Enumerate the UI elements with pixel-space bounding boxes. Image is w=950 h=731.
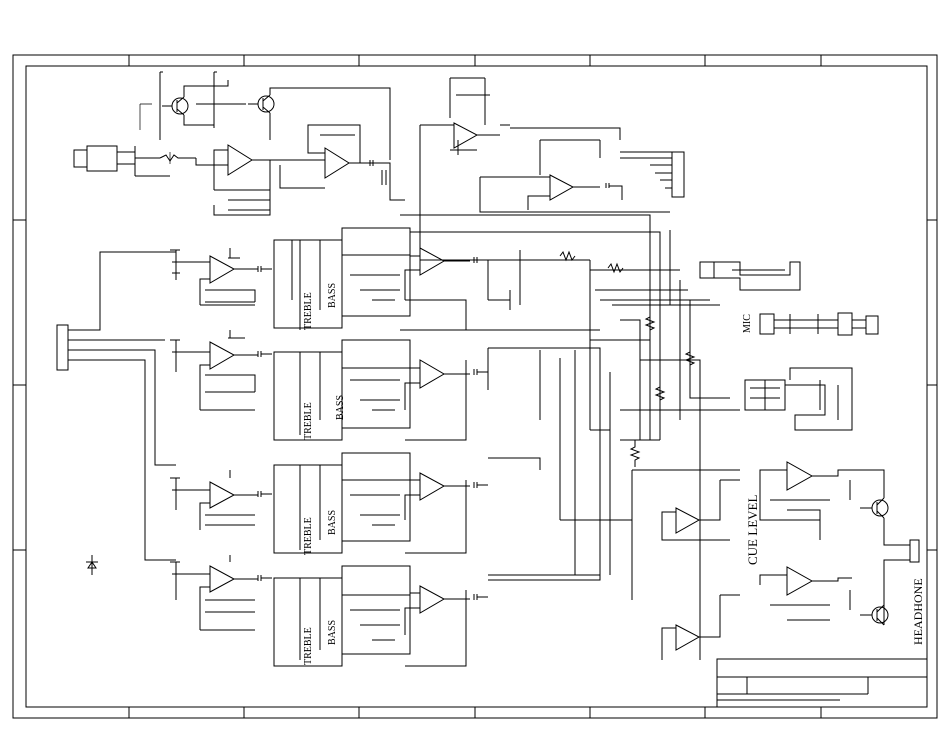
drawing-frame (13, 55, 937, 718)
channel-strip-2 (170, 330, 488, 440)
cue-section (662, 462, 919, 660)
headphone-label: HEADHONE (911, 578, 925, 645)
title-block (717, 659, 927, 707)
mic-preamp-section (74, 72, 405, 215)
bass-label-4: BASS (327, 620, 338, 645)
aux-opamp-section (420, 78, 684, 260)
switch-block (745, 368, 852, 430)
channel-strip-1 (170, 228, 488, 330)
input-connector (57, 252, 176, 575)
channel-strip-3 (170, 453, 488, 553)
mic-jack (760, 313, 878, 335)
bass-label-1: BASS (327, 283, 338, 308)
output-jack (700, 262, 800, 290)
treble-label-4: TREBLE (303, 627, 314, 665)
channel-strip-4 (170, 555, 488, 666)
treble-label-2: TREBLE (303, 402, 314, 440)
bass-label-3: BASS (327, 510, 338, 535)
bass-label-2: BASS (335, 395, 346, 420)
mic-label: MIC (742, 314, 753, 333)
treble-label-3: TREBLE (303, 517, 314, 555)
mixer-bus-section (400, 215, 740, 660)
cue-level-label: CUE LEVEL (745, 495, 760, 565)
treble-label-1: TREBLE (303, 292, 314, 330)
